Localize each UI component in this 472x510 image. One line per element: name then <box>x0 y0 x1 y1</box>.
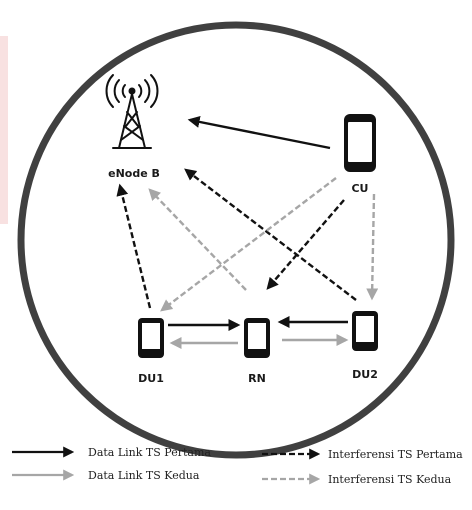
legend-item-interference-ts2: Interferensi TS Kedua <box>262 473 452 486</box>
edge-du1-to-enodeb <box>116 183 152 309</box>
cell-tower-icon <box>105 74 159 149</box>
legend-item-data-link-ts2: Data Link TS Kedua <box>12 469 200 482</box>
legend-label-interference-ts2: Interferensi TS Kedua <box>328 473 452 486</box>
cu-phone-icon <box>344 114 376 172</box>
du2-label: DU2 <box>352 368 378 381</box>
du1-phone-icon <box>138 318 164 358</box>
legend: Data Link TS Pertama Data Link TS Kedua … <box>12 446 463 486</box>
rn-label: RN <box>248 372 266 385</box>
edge-rn-to-enodeb <box>148 188 247 291</box>
legend-label-interference-ts1: Interferensi TS Pertama <box>328 448 463 461</box>
cu-label: CU <box>351 182 368 195</box>
legend-label-data-link-ts1: Data Link TS Pertama <box>88 446 211 459</box>
legend-item-data-link-ts1: Data Link TS Pertama <box>12 446 211 459</box>
legend-item-interference-ts1: Interferensi TS Pertama <box>262 448 463 461</box>
edge-du2-to-enodeb <box>184 168 357 301</box>
edge-cu-to-enodeb <box>187 115 331 150</box>
accent-strip <box>0 36 8 224</box>
coverage-circle <box>17 21 455 459</box>
du2-phone-icon <box>352 311 378 351</box>
edge-cu-to-du2 <box>366 193 379 301</box>
rn-phone-icon <box>244 318 270 358</box>
edge-cu-to-rn <box>266 199 345 290</box>
enodeb-label: eNode B <box>108 167 160 180</box>
legend-label-data-link-ts2: Data Link TS Kedua <box>88 469 200 482</box>
edge-layer <box>116 115 379 349</box>
edge-cu-to-du1 <box>160 177 337 312</box>
du1-label: DU1 <box>138 372 164 385</box>
